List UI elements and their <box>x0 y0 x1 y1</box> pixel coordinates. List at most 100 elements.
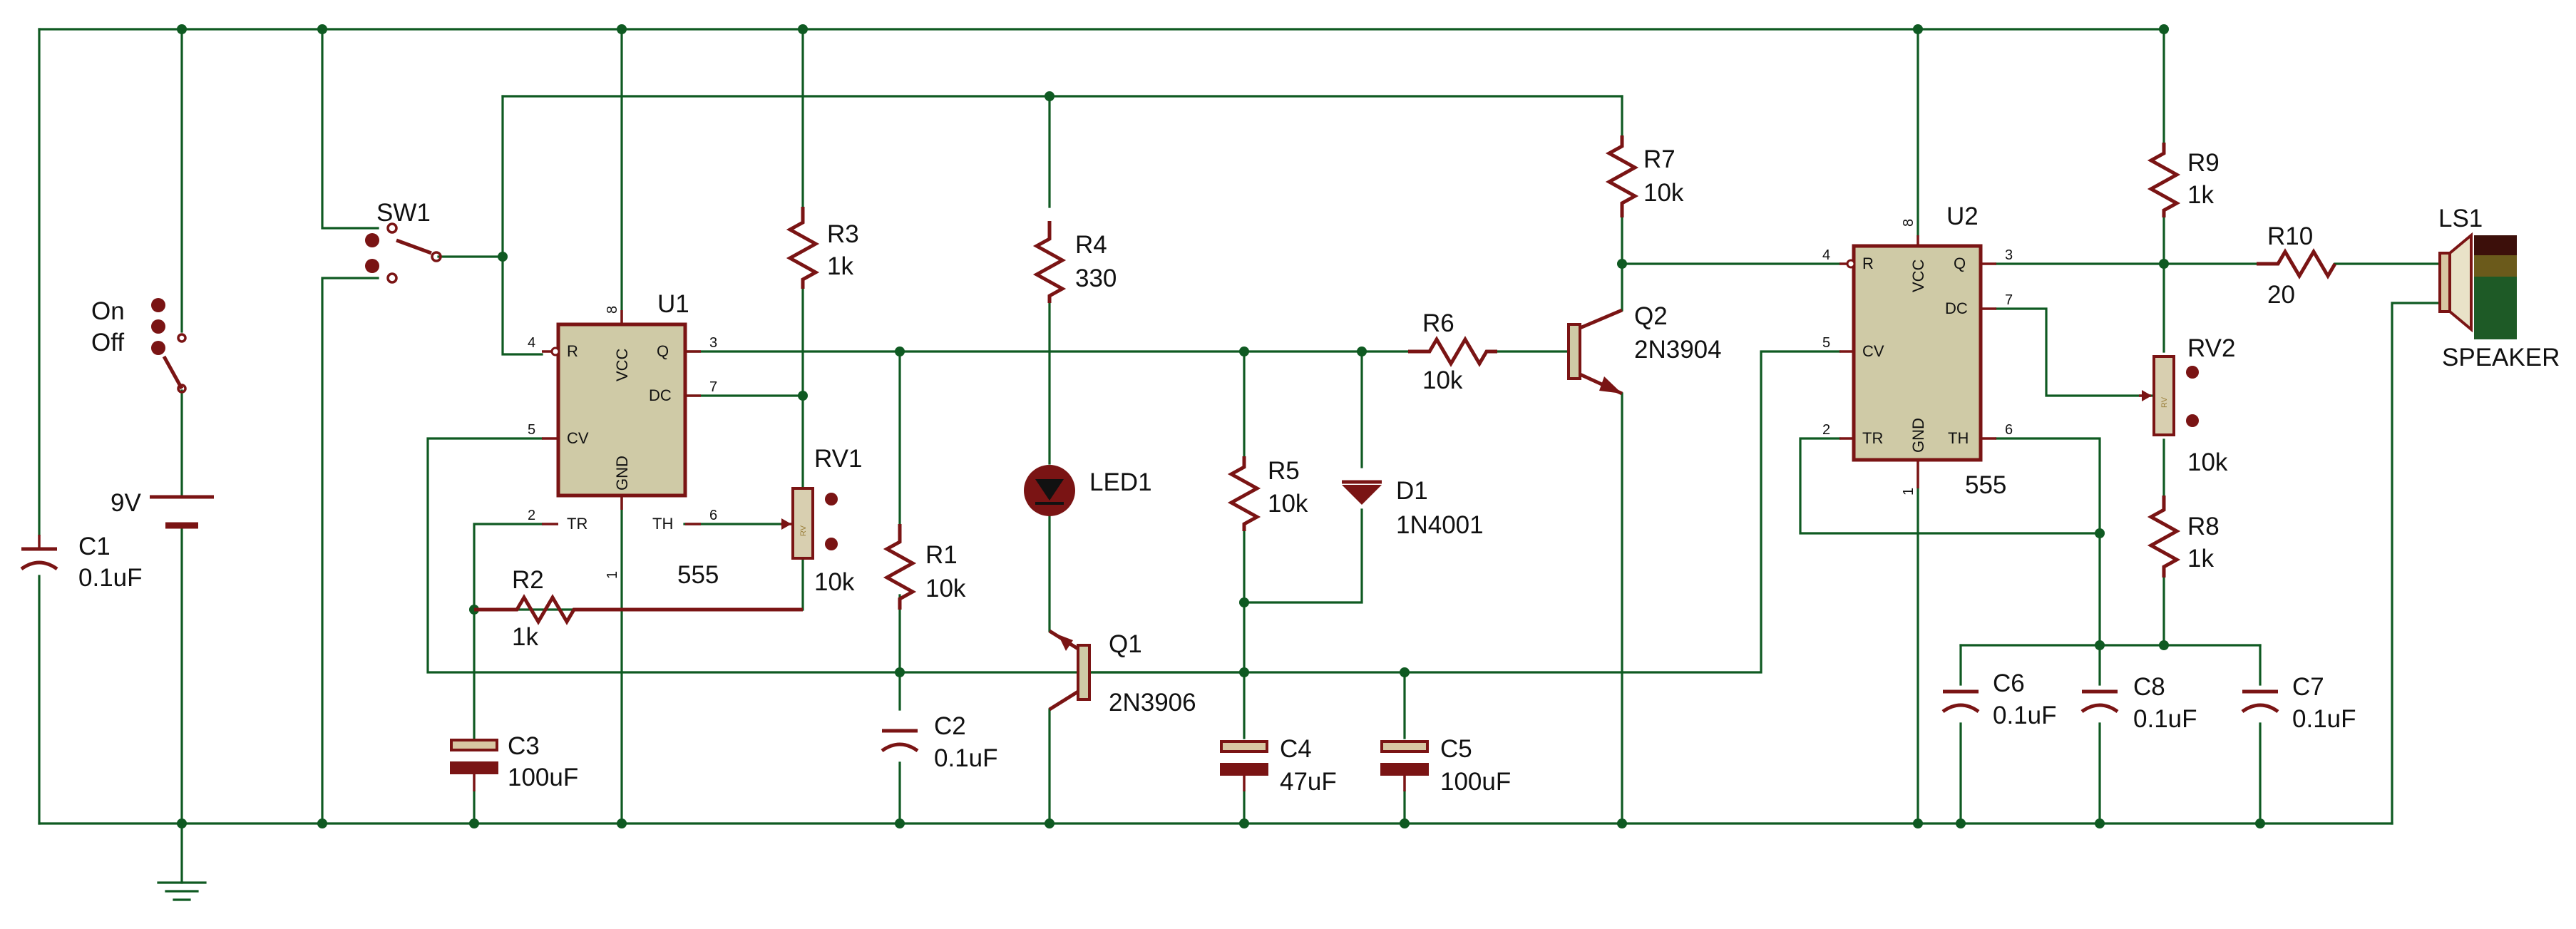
junction-dot <box>1956 818 1966 828</box>
led1 <box>1024 465 1075 516</box>
junction-dot <box>1239 347 1249 356</box>
c5-ref: C5 <box>1440 735 1472 763</box>
capacitor-c8 <box>2080 689 2119 714</box>
junction-dot <box>1239 818 1249 828</box>
resistor-r4 <box>1032 221 1067 303</box>
junction-dot <box>1617 818 1627 828</box>
c7-ref: C7 <box>2292 673 2324 701</box>
c8-ref: C8 <box>2133 673 2165 701</box>
resistor-r6 <box>1408 336 1497 367</box>
u1-pin-cv-label: CV <box>567 429 589 447</box>
resistor-r2 <box>474 594 803 625</box>
u1-pin-4-num: 4 <box>528 335 535 351</box>
u2-pin-dc-label: DC <box>1945 299 1968 317</box>
potentiometer-rv1[interactable]: RV <box>781 487 838 560</box>
ls1-ref: LS1 <box>2438 205 2483 232</box>
c2-value: 0.1uF <box>934 744 998 772</box>
resistor-r8 <box>2147 496 2181 578</box>
junction-dot <box>2159 259 2169 269</box>
junction-dot <box>895 347 905 356</box>
r1-value: 10k <box>925 575 966 602</box>
junction-dot <box>1400 667 1410 677</box>
ic-u1-555 <box>542 310 701 525</box>
u2-pin-7-num: 7 <box>2005 292 2013 308</box>
capacitor-c6 <box>1941 689 1980 714</box>
rv1-value: 10k <box>814 568 855 596</box>
selector-switch-sw1[interactable] <box>365 222 442 284</box>
sw1-ref: SW1 <box>376 199 431 227</box>
junction-dot <box>1357 347 1367 356</box>
r9-value: 1k <box>2187 181 2214 209</box>
u1-pin-gnd-label: GND <box>613 456 631 491</box>
u1-pin-q-label: Q <box>657 342 669 360</box>
capacitor-c5 <box>1380 740 1429 791</box>
diode-d1 <box>1342 480 1382 505</box>
u2-pin-cv-label: CV <box>1862 342 1884 360</box>
rv2-marking: RV <box>2160 396 2169 408</box>
u1-ref: U1 <box>657 290 689 318</box>
r5-value: 10k <box>1268 490 1308 518</box>
potentiometer-rv2[interactable]: RV <box>2139 355 2199 436</box>
q2-ref: Q2 <box>1634 302 1668 330</box>
junction-dot <box>317 24 327 34</box>
junction-dot <box>177 24 187 34</box>
junction-dot <box>2159 24 2169 34</box>
resistor-r10 <box>2257 248 2337 279</box>
c7-value: 0.1uF <box>2292 705 2356 733</box>
c5-value: 100uF <box>1440 768 1511 796</box>
u1-pin-dc-label: DC <box>649 386 672 404</box>
r3-value: 1k <box>827 252 853 280</box>
r4-ref: R4 <box>1075 231 1107 259</box>
u2-pin-vcc-label: VCC <box>1909 259 1927 292</box>
u1-pin-3-num: 3 <box>709 335 717 351</box>
junction-dot <box>1617 259 1627 269</box>
ground-symbol <box>157 881 207 901</box>
switch-off-label: Off <box>91 329 124 356</box>
u1-pin-7-num: 7 <box>709 379 717 395</box>
u2-value: 555 <box>1965 471 2006 499</box>
c4-value: 47uF <box>1280 768 1337 796</box>
junction-dot <box>2095 528 2105 538</box>
d1-value: 1N4001 <box>1396 511 1484 539</box>
c6-value: 0.1uF <box>1993 702 2057 729</box>
u1-pin-8-num: 8 <box>605 306 620 314</box>
u2-pin-r-label: R <box>1862 255 1874 272</box>
junction-dot <box>895 667 905 677</box>
junction-dot <box>798 391 808 401</box>
speaker-ls1 <box>2438 232 2517 339</box>
junction-dot <box>895 818 905 828</box>
junction-dot <box>317 818 327 828</box>
u2-pin-q-label: Q <box>1954 255 1966 272</box>
u1-pin-r-label: R <box>567 342 578 360</box>
c2-ref: C2 <box>934 712 966 740</box>
u2-ref: U2 <box>1946 202 1979 230</box>
junction-dot <box>177 818 187 828</box>
junction-dots <box>177 24 2265 828</box>
u2-pin-2-num: 2 <box>1822 422 1830 438</box>
junction-dot <box>617 818 627 828</box>
junction-dot <box>498 252 508 262</box>
power-switch[interactable] <box>151 298 187 394</box>
r3-ref: R3 <box>827 220 859 248</box>
capacitor-c1 <box>20 535 58 571</box>
c4-ref: C4 <box>1280 735 1312 763</box>
u1-pin-1-num: 1 <box>605 571 620 579</box>
u2-pin-4-num: 4 <box>1822 247 1830 263</box>
junction-dot <box>2095 640 2105 650</box>
capacitor-c7 <box>2241 689 2279 714</box>
resistor-r9 <box>2147 143 2181 217</box>
u2-pin-th-label: TH <box>1948 429 1969 447</box>
capacitor-c3 <box>450 739 498 791</box>
r8-value: 1k <box>2187 545 2214 573</box>
r2-ref: R2 <box>512 566 544 594</box>
u1-pin-th-label: TH <box>652 515 673 533</box>
u2-pin-5-num: 5 <box>1822 335 1830 351</box>
transistor-q2 <box>1567 308 1623 396</box>
rv1-marking: RV <box>799 525 808 536</box>
r7-ref: R7 <box>1643 145 1676 173</box>
junction-dot <box>1239 597 1249 607</box>
led1-ref: LED1 <box>1089 468 1152 496</box>
q1-ref: Q1 <box>1109 630 1142 658</box>
q1-value: 2N3906 <box>1109 689 1196 717</box>
